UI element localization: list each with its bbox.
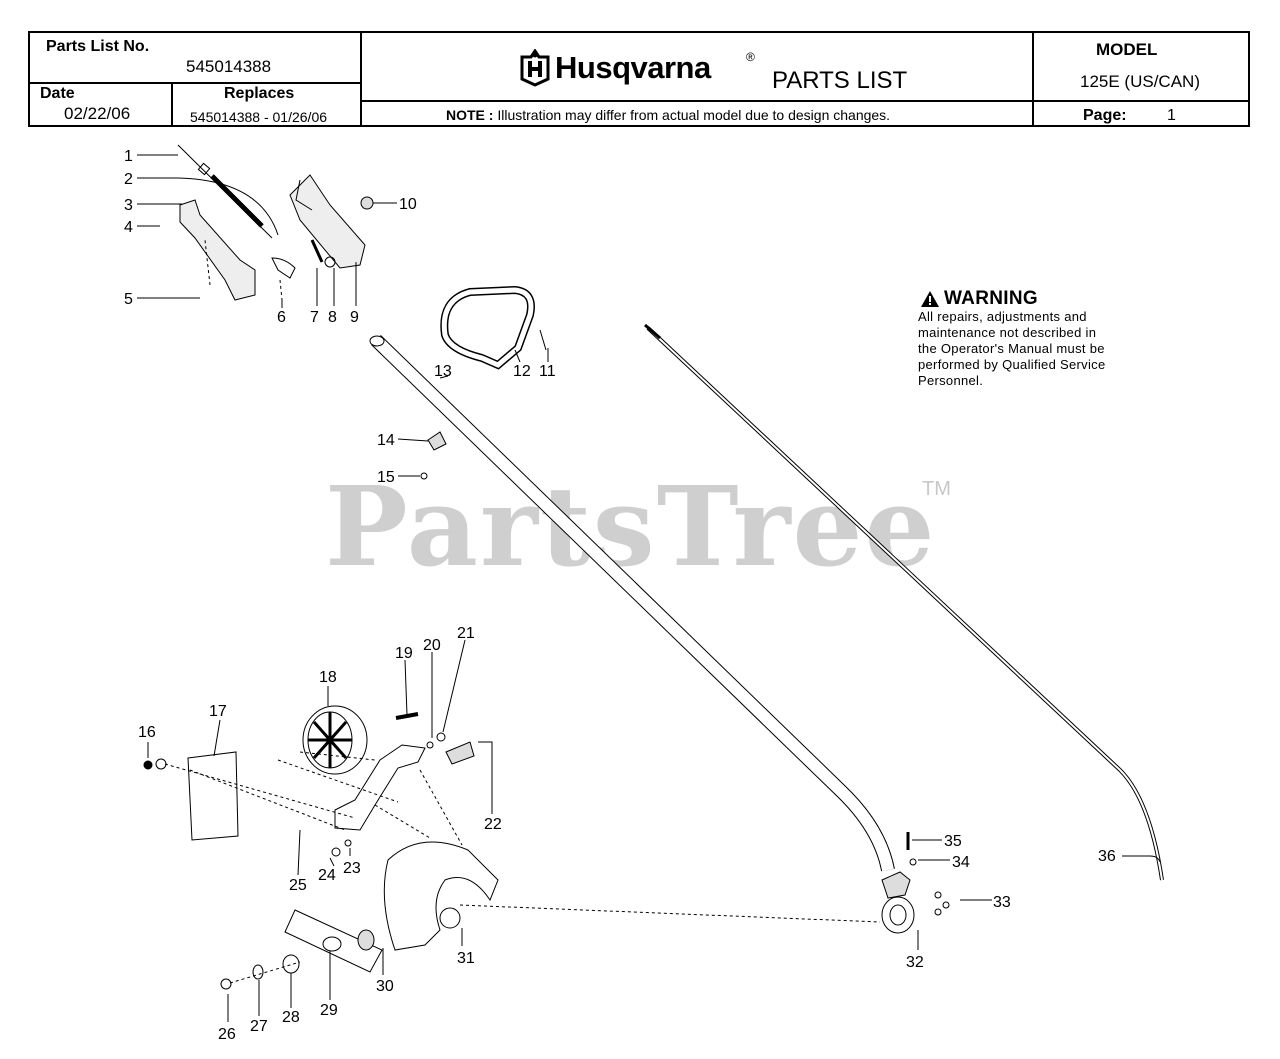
warning-line-1: All repairs, adjustments and: [918, 309, 1087, 324]
callout-31: 31: [457, 950, 475, 967]
callout-27: 27: [250, 1018, 268, 1035]
callout-18: 18: [319, 669, 337, 686]
projection-lines: [164, 239, 881, 984]
callout-29: 29: [320, 1002, 338, 1019]
callout-21: 21: [457, 625, 475, 642]
note: NOTE : Illustration may differ from actu…: [446, 107, 891, 123]
parts-list-title: PARTS LIST: [772, 67, 908, 94]
callout-34: 34: [952, 854, 970, 871]
husqvarna-logo-icon: [518, 48, 552, 87]
callout-7: 7: [310, 309, 319, 326]
callout-22: 22: [484, 816, 502, 833]
callout-24: 24: [318, 867, 336, 884]
warning-box: WARNING All repairs, adjustments and mai…: [918, 289, 1148, 389]
parts-list-no-label: Parts List No.: [46, 38, 150, 55]
callout-19: 19: [395, 645, 413, 662]
warning-title: WARNING: [918, 289, 1148, 309]
callout-14: 14: [377, 432, 395, 449]
page-label: Page:: [1083, 107, 1127, 124]
callout-11: 11: [539, 363, 556, 380]
callout-2: 2: [124, 171, 133, 188]
shaft-tube: [369, 334, 895, 872]
assist-handle: [440, 285, 547, 370]
watermark-tm: TM: [922, 478, 951, 500]
replaces-label: Replaces: [224, 85, 295, 102]
model-value: 125E (US/CAN): [1080, 72, 1200, 91]
date-value: 02/22/06: [64, 104, 131, 123]
callout-3: 3: [124, 197, 133, 214]
callout-13: 13: [434, 363, 452, 380]
callout-6: 6: [277, 309, 286, 326]
callout-20: 20: [423, 637, 441, 654]
callout-32: 32: [906, 954, 924, 971]
callout-labels: 1 2 3 4 5 6 7 8 9 10 11 12 13 14 15 16 1…: [124, 148, 1116, 1043]
header-table: Parts List No. 545014388 Date 02/22/06 R…: [28, 31, 1250, 127]
callout-25: 25: [289, 877, 307, 894]
parts-list-no: 545014388: [186, 57, 272, 76]
callout-26: 26: [218, 1026, 236, 1043]
callout-16: 16: [138, 724, 156, 741]
date-label: Date: [40, 85, 75, 102]
callout-4: 4: [124, 219, 133, 236]
callout-36: 36: [1098, 848, 1116, 865]
leader-lines: [137, 154, 1161, 1022]
callout-23: 23: [343, 860, 361, 877]
callout-33: 33: [993, 894, 1011, 911]
warning-line-3: the Operator's Manual must be: [918, 341, 1105, 356]
gearhead-assembly: [881, 832, 950, 934]
callout-17: 17: [209, 703, 227, 720]
callout-5: 5: [124, 291, 133, 308]
callout-10: 10: [399, 196, 417, 213]
callout-1: 1: [124, 148, 133, 165]
warning-triangle-icon: [921, 291, 939, 307]
replaces-value: 545014388 - 01/26/06: [190, 109, 328, 125]
registered-mark: ®: [746, 50, 755, 64]
warning-line-2: maintenance not described in: [918, 325, 1097, 340]
callout-35: 35: [944, 833, 962, 850]
callout-15: 15: [377, 469, 395, 486]
brand-name: Husqvarna: [555, 50, 711, 85]
callout-28: 28: [282, 1009, 300, 1026]
drive-cable: [644, 323, 1164, 881]
watermark: PartsTree: [325, 462, 937, 591]
page-value: 1: [1167, 107, 1176, 124]
throttle-assembly: [177, 144, 374, 301]
callout-12: 12: [513, 363, 531, 380]
callout-8: 8: [328, 309, 337, 326]
edger-assembly: [143, 705, 499, 990]
callout-9: 9: [350, 309, 359, 326]
model-label: MODEL: [1096, 40, 1158, 59]
warning-line-4: performed by Qualified Service: [918, 357, 1106, 372]
warning-line-5: Personnel.: [918, 373, 984, 388]
callout-30: 30: [376, 978, 394, 995]
